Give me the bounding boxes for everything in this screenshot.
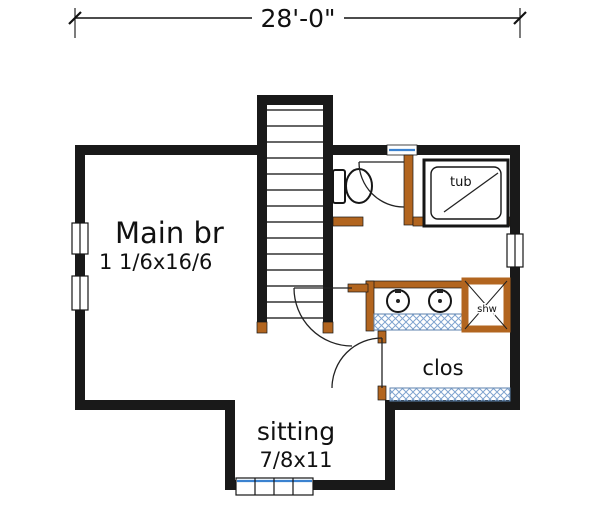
room-labels: Main br 1 1/6x16/6 sitting 7/8x11 — [99, 216, 335, 472]
wall-top-left — [75, 145, 267, 155]
wall-bottom-right — [385, 400, 520, 410]
overall-width-dimension-text: 28'-0" — [260, 4, 335, 33]
wall-right — [510, 145, 520, 410]
window-sitting-bottom — [235, 477, 314, 496]
main-bedroom-name: Main br — [115, 216, 224, 250]
closet-label: clos — [422, 356, 463, 380]
sink-left-drain — [396, 299, 400, 303]
tub-inner — [430, 166, 502, 220]
wall-sitting-left — [225, 400, 235, 490]
door-closet — [331, 337, 383, 389]
window-left-lower — [71, 275, 89, 311]
closet: clos — [389, 356, 511, 402]
tub-label: tub — [450, 175, 472, 190]
vanity — [373, 289, 467, 331]
toilet-tank — [332, 169, 346, 204]
toilet-bowl — [345, 168, 373, 204]
dimension-extension-lines — [74, 8, 521, 38]
wall-stair-bump-top — [257, 95, 333, 105]
wall-vanity-left — [365, 280, 375, 332]
sink-right-drain — [438, 299, 442, 303]
door-bedroom — [293, 287, 353, 347]
window-right — [506, 233, 524, 268]
toilet — [332, 168, 373, 204]
wall-closet-stub-bottom — [377, 385, 387, 401]
vanity-counter-hatch — [373, 313, 467, 331]
stair-wall-end-right — [322, 321, 334, 334]
window-mullions — [254, 478, 294, 495]
wall-bottom-left — [75, 400, 235, 410]
wall-sitting-right — [385, 400, 395, 490]
tub-diagonal-line — [443, 172, 499, 213]
door-swing-arc — [293, 287, 353, 347]
wall-vanity-top — [365, 280, 468, 289]
door-swing-arc — [358, 161, 405, 208]
wall-bath-divider — [403, 154, 414, 226]
bathtub: tub — [422, 158, 510, 228]
sitting-room-size: 7/8x11 — [260, 448, 333, 472]
window-bathroom-top — [386, 144, 418, 156]
wall-stair-right — [323, 95, 333, 322]
door-bathroom — [358, 161, 405, 208]
window-left-upper — [71, 222, 89, 255]
stair-wall-end-left — [256, 321, 268, 334]
sink-left-faucet — [395, 289, 401, 293]
closet-shelf-hatch — [389, 387, 511, 402]
shower-label: shw — [477, 304, 497, 315]
dimension-overall-width: 28'-0" — [68, 4, 527, 38]
sitting-room-name: sitting — [257, 417, 335, 446]
stair-treads — [267, 109, 323, 319]
wall-toilet-room-stub — [332, 216, 364, 227]
doors — [293, 161, 405, 389]
shower: shw — [461, 277, 511, 333]
door-swing-arc — [331, 337, 383, 389]
bathroom-fixtures: tub shw — [332, 158, 511, 333]
sink-right-faucet — [437, 289, 443, 293]
wall-stair-left — [257, 95, 267, 322]
wall-top-right — [333, 145, 520, 155]
shower-x-marks — [464, 280, 508, 330]
main-bedroom-size: 1 1/6x16/6 — [99, 250, 212, 274]
windows — [71, 144, 524, 496]
